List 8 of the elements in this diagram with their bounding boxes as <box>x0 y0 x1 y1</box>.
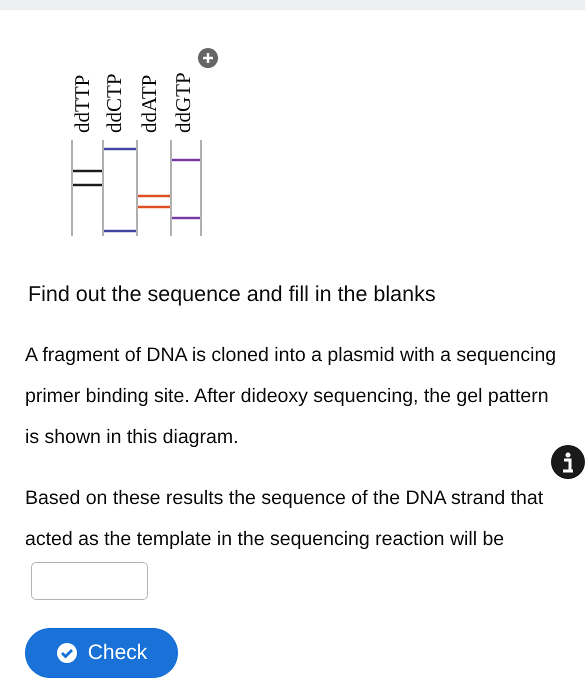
question-text: A fragment of DNA is cloned into a plasmid with a sequencing primer binding site. After dideoxy sequencing, the gel pattern is shown in this diagram. <box>25 343 558 450</box>
question-title: Find out the sequence and fill in the blanks <box>28 282 436 307</box>
lane-label: ddCTP <box>102 73 126 133</box>
lane-label: ddTTP <box>70 74 94 133</box>
lane-label: ddGTP <box>171 72 195 133</box>
question-text: Based on these results the sequence of the DNA strand that acted as the template in the sequencing reaction will be <box>25 487 544 550</box>
check-button: Check <box>25 628 178 678</box>
lane-label: ddATP <box>137 74 161 133</box>
